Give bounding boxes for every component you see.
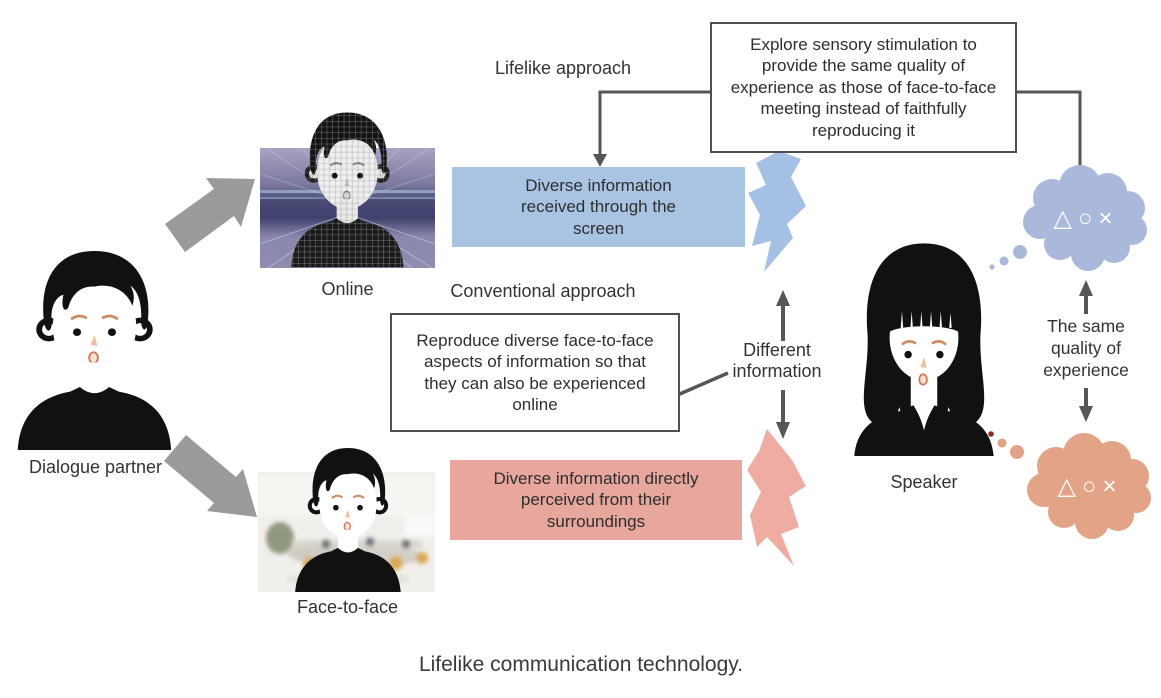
thought-symbols-blue: △○× — [1053, 205, 1119, 232]
different-information-label: Different information — [732, 340, 822, 382]
connector-explore-to-bluebox — [598, 90, 710, 156]
flash-arrow-blue — [748, 151, 806, 272]
online-photo — [260, 104, 435, 268]
figure-caption: Lifelike communication technology. — [418, 653, 744, 676]
arrow-partner-to-face — [164, 435, 257, 517]
dialogue-partner-illustration — [17, 250, 172, 450]
different-info-arrowhead-down — [776, 422, 790, 439]
same-quality-arrowhead-down — [1079, 406, 1093, 422]
speaker-illustration — [854, 243, 994, 456]
thought-cloud-blue — [989, 165, 1147, 271]
face-info-box: Diverse information directly perceived f… — [450, 460, 742, 540]
thought-cloud-pink — [997, 433, 1151, 539]
face-to-face-person — [295, 448, 401, 592]
bangs-gaps — [900, 310, 952, 328]
online-label: Online — [321, 279, 374, 299]
face-to-face-photo — [258, 448, 435, 592]
conventional-approach-label: Conventional approach — [450, 281, 636, 301]
connector-explore-to-cloud — [1016, 90, 1082, 176]
lifelike-approach-label: Lifelike approach — [494, 58, 632, 78]
same-quality-arrowhead-up — [1079, 280, 1093, 296]
conventional-description-box: Reproduce diverse face-to-face aspects o… — [390, 313, 680, 432]
flash-arrow-pink — [747, 429, 806, 566]
same-quality-label: The same quality of experience — [1043, 316, 1129, 380]
online-info-box: Diverse information received through the… — [452, 167, 745, 247]
arrow-partner-to-online — [165, 178, 255, 252]
speaker-label: Speaker — [890, 472, 958, 492]
arrowhead-into-bluebox — [593, 154, 607, 167]
thought-dot-red — [988, 431, 994, 437]
online-info-text: Diverse information received through the… — [521, 175, 676, 238]
lifelike-description-text: Explore sensory stimulation to provide t… — [730, 34, 997, 140]
conventional-description-text: Reproduce diverse face-to-face aspects o… — [416, 330, 654, 414]
different-info-arrowhead-up — [776, 290, 790, 306]
dialogue-partner-label: Dialogue partner — [28, 457, 163, 477]
face-to-face-label: Face-to-face — [296, 597, 399, 617]
online-pixelated-person — [287, 104, 408, 268]
lifelike-description-box: Explore sensory stimulation to provide t… — [710, 22, 1017, 153]
face-info-text: Diverse information directly perceived f… — [493, 468, 699, 531]
thought-symbols-pink: △○× — [1057, 473, 1123, 500]
